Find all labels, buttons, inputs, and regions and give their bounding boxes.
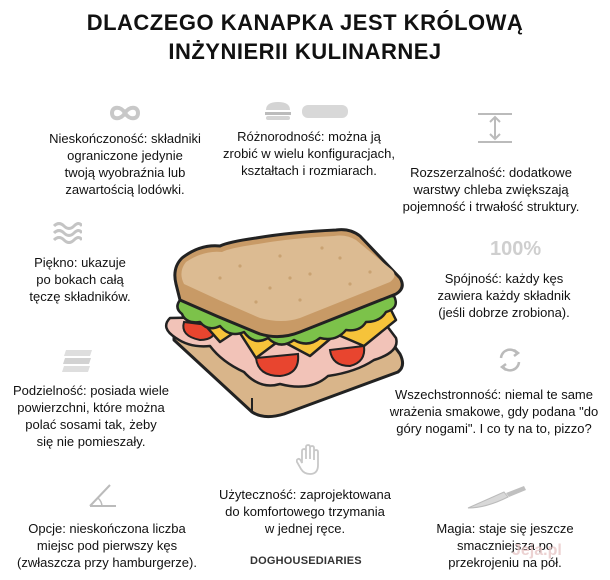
sandwich-illustration (164, 228, 405, 419)
consistency-feature: Spójność: każdy kęs zawiera każdy składn… (437, 271, 571, 320)
infinity-icon (109, 105, 141, 121)
percent-100-icon: 100% (490, 238, 542, 260)
options-feature: Opcje: nieskończona liczba miejsc pod pi… (17, 521, 197, 570)
rotate-icon (499, 348, 521, 372)
versatility-feature: Wszechstronność: niemal te same wrażenia… (389, 387, 599, 436)
title-line-2: INŻYNIERII KULINARNEJ (168, 39, 442, 64)
variety-feature: Różnorodność: można ją zrobić w wielu ko… (223, 129, 395, 178)
divisibility-feature: Podzielność: posiada wiele powierzchni, … (12, 383, 170, 449)
burger-and-roll-icon (265, 102, 348, 120)
beauty-feature: Piękno: ukazuje po bokach całą tęczę skł… (29, 255, 131, 304)
page-title: DLACZEGO KANAPKA JEST KRÓLOWĄ INŻYNIERII… (0, 8, 610, 66)
author-credit: DOGHOUSEDIARIES (250, 555, 362, 567)
angle-icon (89, 484, 116, 507)
knife-icon (467, 486, 526, 509)
usability-feature: Użyteczność: zaprojektowana do komfortow… (219, 487, 391, 536)
magic-feature: Magia: staje się jeszcze smaczniejsza po… (436, 521, 574, 570)
wave-icon (52, 222, 82, 244)
layers-icon (62, 350, 92, 372)
title-line-1: DLACZEGO KANAPKA JEST KRÓLOWĄ (86, 10, 524, 35)
infinity-feature: Nieskończoność: składniki ograniczone je… (49, 131, 201, 197)
hand-icon (296, 444, 319, 475)
expandability-feature: Rozszerzalność: dodatkowe warstwy chleba… (402, 165, 580, 214)
watermark: Jeja.pl (512, 542, 562, 559)
expand-height-icon (478, 113, 512, 143)
